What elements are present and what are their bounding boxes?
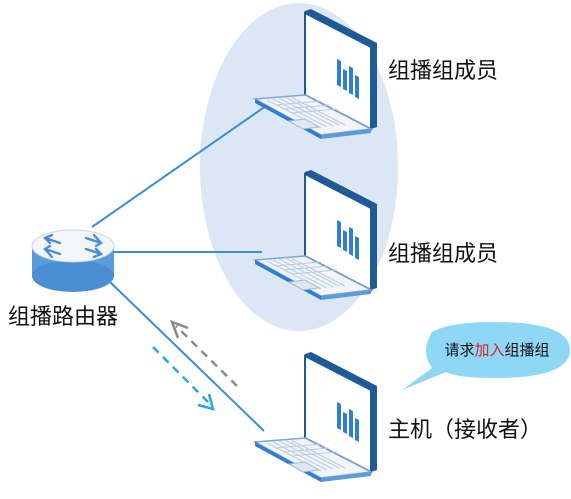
link-router-member-top <box>91 98 277 228</box>
join-request-bubble: 请求加入组播组 <box>402 322 570 390</box>
member-mid-label: 组播组成员 <box>388 242 498 267</box>
router-label: 组播路由器 <box>8 305 118 330</box>
member-top-label: 组播组成员 <box>388 59 498 84</box>
link-router-receiver <box>109 281 265 432</box>
router-icon <box>31 229 115 292</box>
multicast-data-arrow <box>152 346 215 411</box>
laptop-receiver-icon <box>254 351 378 483</box>
receiver-label: 主机（接收者） <box>388 418 542 443</box>
join-request-arrow <box>169 319 238 387</box>
bubble-text: 请求加入组播组 <box>444 341 549 359</box>
